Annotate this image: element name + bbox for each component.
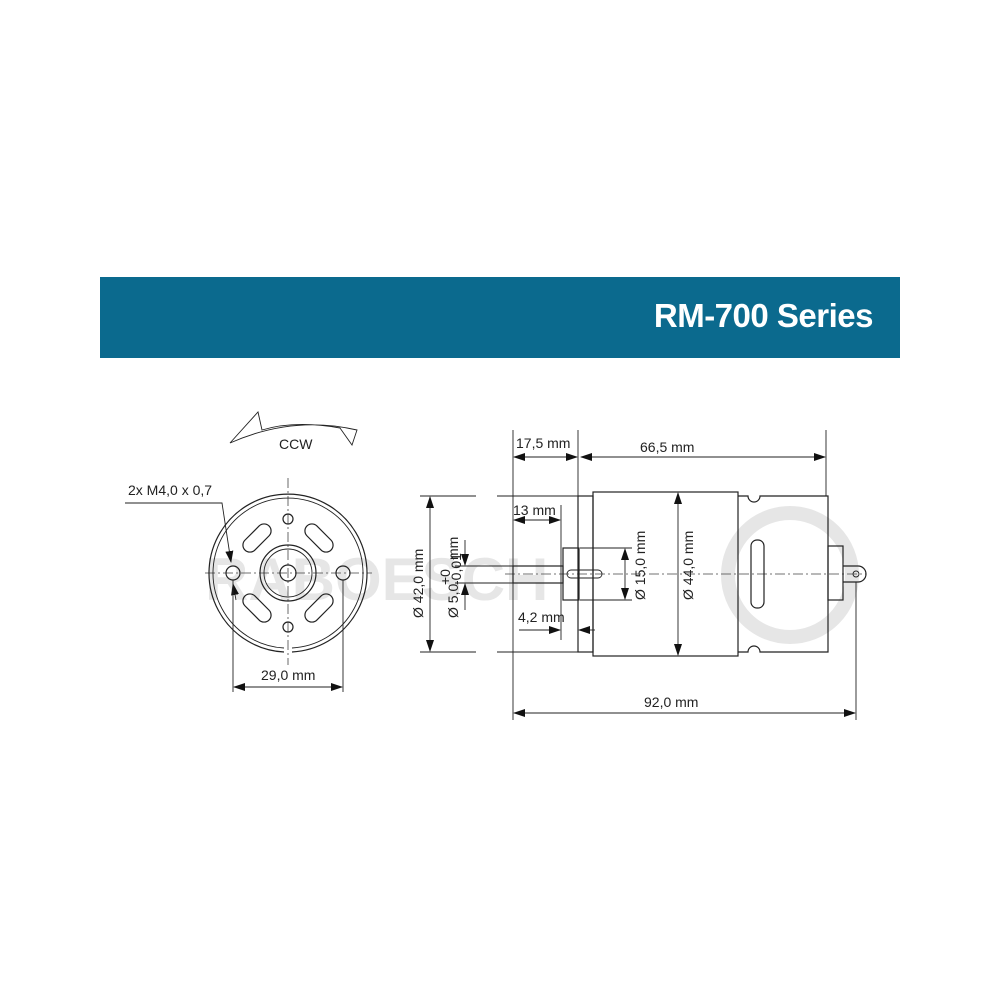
total-length-dimension: 92,0 mm [644,694,698,710]
svg-text:mm: mm [445,537,461,560]
hub-circle [259,544,317,602]
svg-text:Ø 5,0: Ø 5,0 [445,584,461,618]
vent-slot [304,593,334,623]
title-banner: RM-700 Series [100,277,900,358]
thread-label: 2x M4,0 x 0,7 [128,482,212,498]
body-length-dimension: 66,5 mm [640,439,694,455]
terminal-block [827,545,844,601]
watermark: RABOESCH [205,546,548,613]
motor-outer-circle [208,493,368,653]
watermark-logo [721,506,859,644]
shaft-diameter-dimension: Ø 5,0 +0 -0,01 mm [437,537,464,618]
end-cap-slot [750,539,765,609]
front-view: CCW 2x M4,0 x 0,7 29,0 mm [125,411,372,692]
boss-diameter-dimension: Ø 15,0 mm [632,531,648,600]
shaft-flat-dimension: 13 mm [513,502,556,518]
shaft-tolerance-upper: +0 [437,569,453,585]
rotation-label: CCW [279,436,313,452]
shaft-length-dimension: 17,5 mm [516,435,570,451]
motor-body [592,491,739,657]
terminal-tab [843,565,867,583]
side-view: 17,5 mm 66,5 mm 13 mm 4,2 mm 92,0 mm Ø 4… [410,430,867,720]
boss [562,547,580,601]
shaft-tolerance-lower: -0,01 [448,553,464,585]
vent-slot [304,523,334,553]
ccw-rotation-arrow-icon [229,411,358,446]
series-title: RM-700 Series [653,297,874,334]
flange-diameter-dimension: Ø 42,0 mm [410,549,426,618]
hole-spacing-dimension: 29,0 mm [261,667,315,683]
vent-slot [242,593,272,623]
flange-offset-dimension: 4,2 mm [518,609,565,625]
body-diameter-dimension: Ø 44,0 mm [680,531,696,600]
shaft-circle [279,564,297,582]
vent-slot [242,523,272,553]
